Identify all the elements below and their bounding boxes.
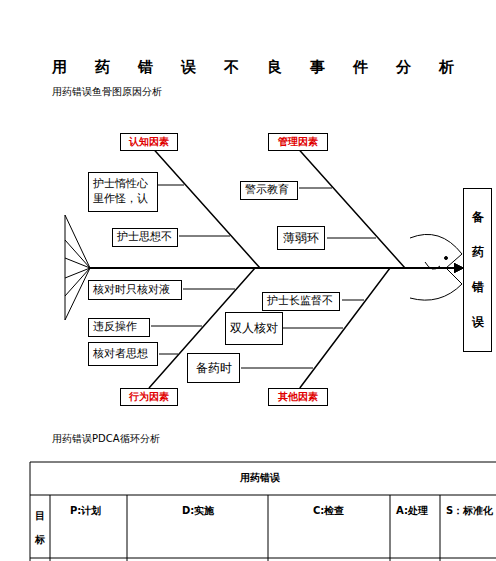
leader-line: [327, 238, 376, 239]
cause-arrow: [149, 268, 463, 388]
table-rules: [30, 462, 496, 561]
subtitle: 用药错误PDCA循环分析: [52, 432, 160, 446]
table-header: 用药错误: [240, 471, 280, 485]
cause-box: 双人核对: [225, 312, 283, 345]
page-title: 用药错误不良事件分析: [52, 58, 482, 77]
cause-arrow: [300, 151, 463, 269]
effect-label: 备药错误: [472, 200, 484, 340]
cause-label: 违反操作: [93, 320, 137, 335]
table-cell: 目标: [35, 504, 45, 552]
cause-arrow: [155, 151, 463, 269]
cause-label: 护士惰性心 里作怪，认: [93, 177, 153, 207]
cause-box: 警示教育: [240, 181, 298, 200]
subtitle: 用药错误鱼骨图原因分析: [52, 85, 162, 99]
cause-box: 备药时: [187, 353, 240, 383]
leader-line: [158, 185, 184, 186]
table-cell: S：标准化: [446, 504, 493, 518]
cause-box: 护士思想不: [112, 228, 178, 247]
tail-fins: [65, 240, 90, 296]
leader-line: [299, 188, 332, 189]
cause-box: 薄弱环: [277, 226, 325, 250]
tail-outline: [65, 215, 90, 320]
category-box: 其他因素: [268, 388, 328, 406]
category-label: 认知因素: [129, 135, 169, 149]
cause-label: 护士思想不: [117, 230, 172, 245]
effect-box: 备药错误: [463, 188, 492, 352]
category-box: 行为因素: [120, 388, 178, 406]
cause-box: 护士惰性心 里作怪，认: [88, 172, 158, 212]
leader-line: [159, 354, 178, 355]
head-eye: [445, 257, 448, 260]
cause-box: 护士长监督不: [262, 292, 340, 311]
leader-line: [183, 289, 235, 290]
cause-box: 核对时只核对液: [88, 280, 182, 300]
cause-label: 薄弱环: [283, 230, 319, 246]
leader-line: [241, 368, 313, 369]
leader-line: [179, 236, 230, 237]
table-cell: A:处理: [396, 504, 428, 518]
cause-box: 核对者思想: [88, 342, 158, 366]
category-label: 其他因素: [278, 390, 318, 404]
cause-leaders: [151, 185, 376, 368]
cause-label: 警示教育: [245, 183, 289, 198]
table-cell: P:计划: [70, 504, 101, 518]
fish-tail: [65, 215, 90, 320]
cause-label: 核对时只核对液: [93, 283, 170, 298]
cause-label: 核对者思想: [93, 347, 148, 362]
cause-label: 备药时: [196, 360, 232, 376]
category-box: 认知因素: [120, 133, 178, 151]
pdca-table-grid: [30, 462, 496, 561]
cause-arrow: [300, 268, 463, 388]
leader-line: [342, 300, 364, 301]
cause-label: 双人核对: [230, 320, 278, 336]
category-label: 行为因素: [129, 390, 169, 404]
category-label: 管理因素: [278, 135, 318, 149]
cause-box: 违反操作: [88, 318, 150, 337]
cause-label: 护士长监督不: [267, 294, 333, 309]
table-columns: [50, 495, 440, 561]
table-cell: D:实施: [182, 504, 214, 518]
leader-line: [283, 328, 343, 329]
leader-line: [151, 326, 202, 327]
category-box: 管理因素: [268, 133, 328, 151]
table-cell: C:检查: [313, 504, 344, 518]
